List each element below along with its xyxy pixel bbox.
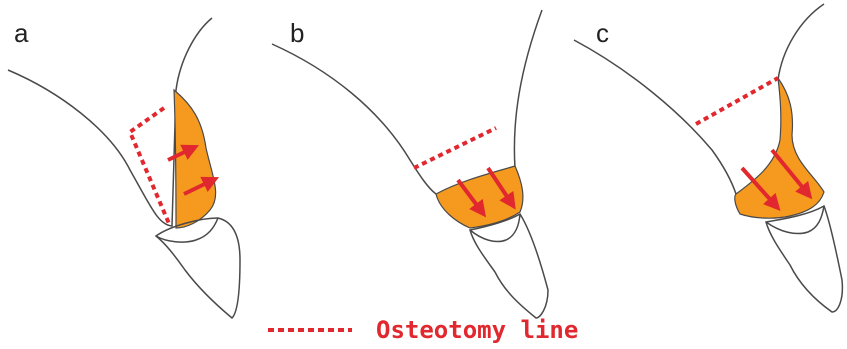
legend-osteotomy-label: Osteotomy line — [376, 316, 578, 344]
panel-c-tooth — [766, 206, 842, 312]
panel-b: b — [272, 10, 548, 318]
panel-b-tooth — [470, 214, 548, 318]
panel-a-tooth — [156, 218, 240, 318]
panel-a-osteotomy-line — [130, 108, 170, 226]
panel-a: a — [8, 18, 240, 318]
panel-c-label: c — [596, 18, 609, 48]
panel-c: c — [574, 4, 842, 312]
panel-a-augmented-segment — [174, 90, 216, 228]
panel-c-augmented-segment — [735, 78, 824, 218]
legend: Osteotomy line — [268, 316, 578, 344]
panel-a-label: a — [14, 18, 29, 48]
panel-b-osteotomy-line — [414, 128, 496, 168]
panel-b-bone-outline — [272, 10, 542, 194]
panel-c-osteotomy-line — [696, 78, 778, 124]
panel-b-label: b — [290, 18, 304, 48]
